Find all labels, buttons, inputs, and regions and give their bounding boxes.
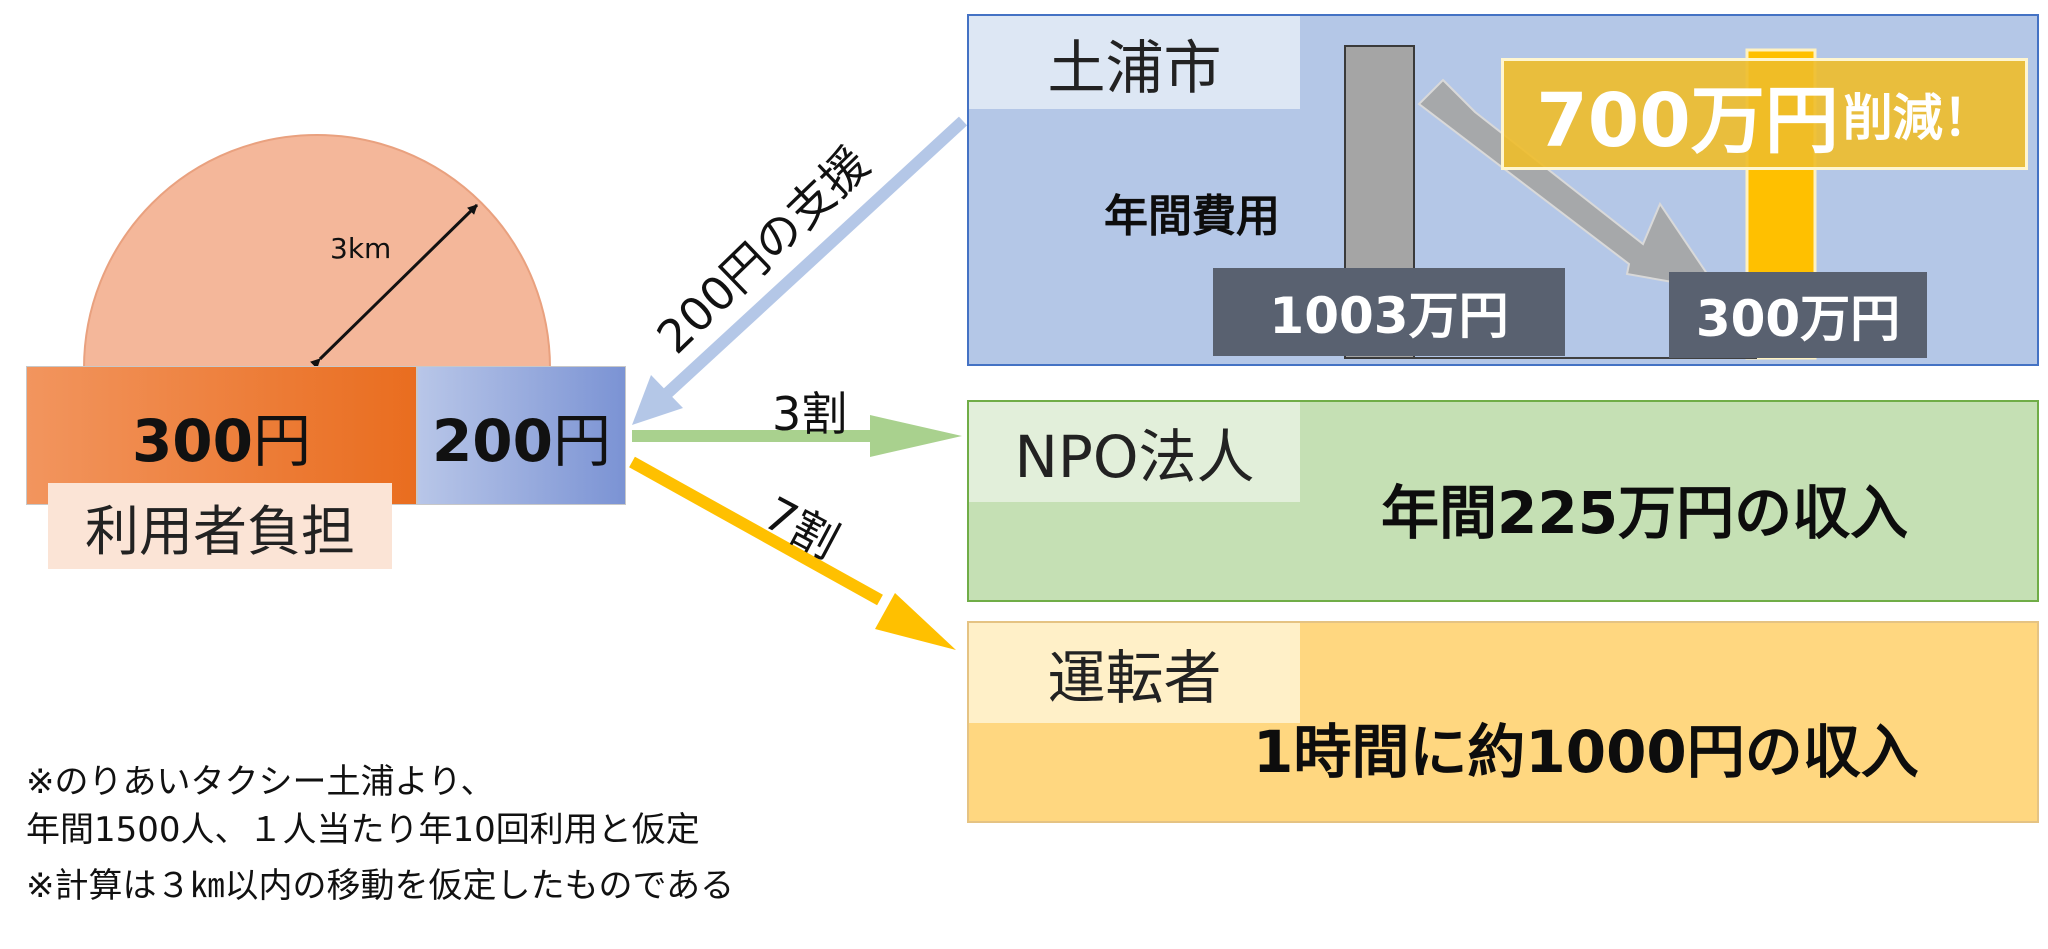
- radius-label: 3km: [330, 232, 392, 265]
- npo-arrow-head: [870, 415, 962, 457]
- npo-income: 年間225万円の収入: [1381, 479, 1909, 547]
- reduction-callout: 700万円 削減！: [1501, 58, 2028, 170]
- after-cost-value: 300万円: [1669, 272, 1927, 358]
- note-assumption: 年間1500人、１人当たり年10回利用と仮定: [26, 810, 700, 850]
- driver-arrow-head: [875, 593, 956, 650]
- radius-arrow: [310, 203, 479, 369]
- user-payment-amount: 300円: [131, 406, 312, 475]
- city-support-bar: 200円: [417, 366, 626, 505]
- driver-panel: 運転者 1時間に約1000円の収入: [967, 621, 2039, 823]
- city-name: 土浦市: [969, 16, 1300, 109]
- npo-ratio-label: 3割: [772, 387, 848, 441]
- annual-cost-label: 年間費用: [1104, 191, 1280, 242]
- note-distance: ※計算は３㎞以内の移動を仮定したものである: [26, 866, 735, 906]
- driver-income: 1時間に約1000円の収入: [1253, 718, 1919, 786]
- note-source: ※のりあいタクシー土浦より、: [26, 762, 495, 802]
- driver-name: 運転者: [969, 623, 1300, 723]
- reduction-suffix: 削減！: [1842, 89, 1993, 147]
- before-cost-value: 1003万円: [1213, 268, 1565, 356]
- support-arrow-shaft: [655, 116, 968, 405]
- driver-arrow-shaft: [629, 456, 883, 606]
- npo-name: NPO法人: [969, 402, 1300, 502]
- user-payment-bar: 300円: [26, 366, 417, 505]
- reduction-amount: 700万円: [1536, 77, 1839, 164]
- user-burden-label: 利用者負担: [48, 483, 392, 569]
- npo-panel: NPO法人 年間225万円の収入: [967, 400, 2039, 602]
- support-arrow-head: [632, 375, 683, 425]
- support-amount: 200円: [431, 406, 612, 475]
